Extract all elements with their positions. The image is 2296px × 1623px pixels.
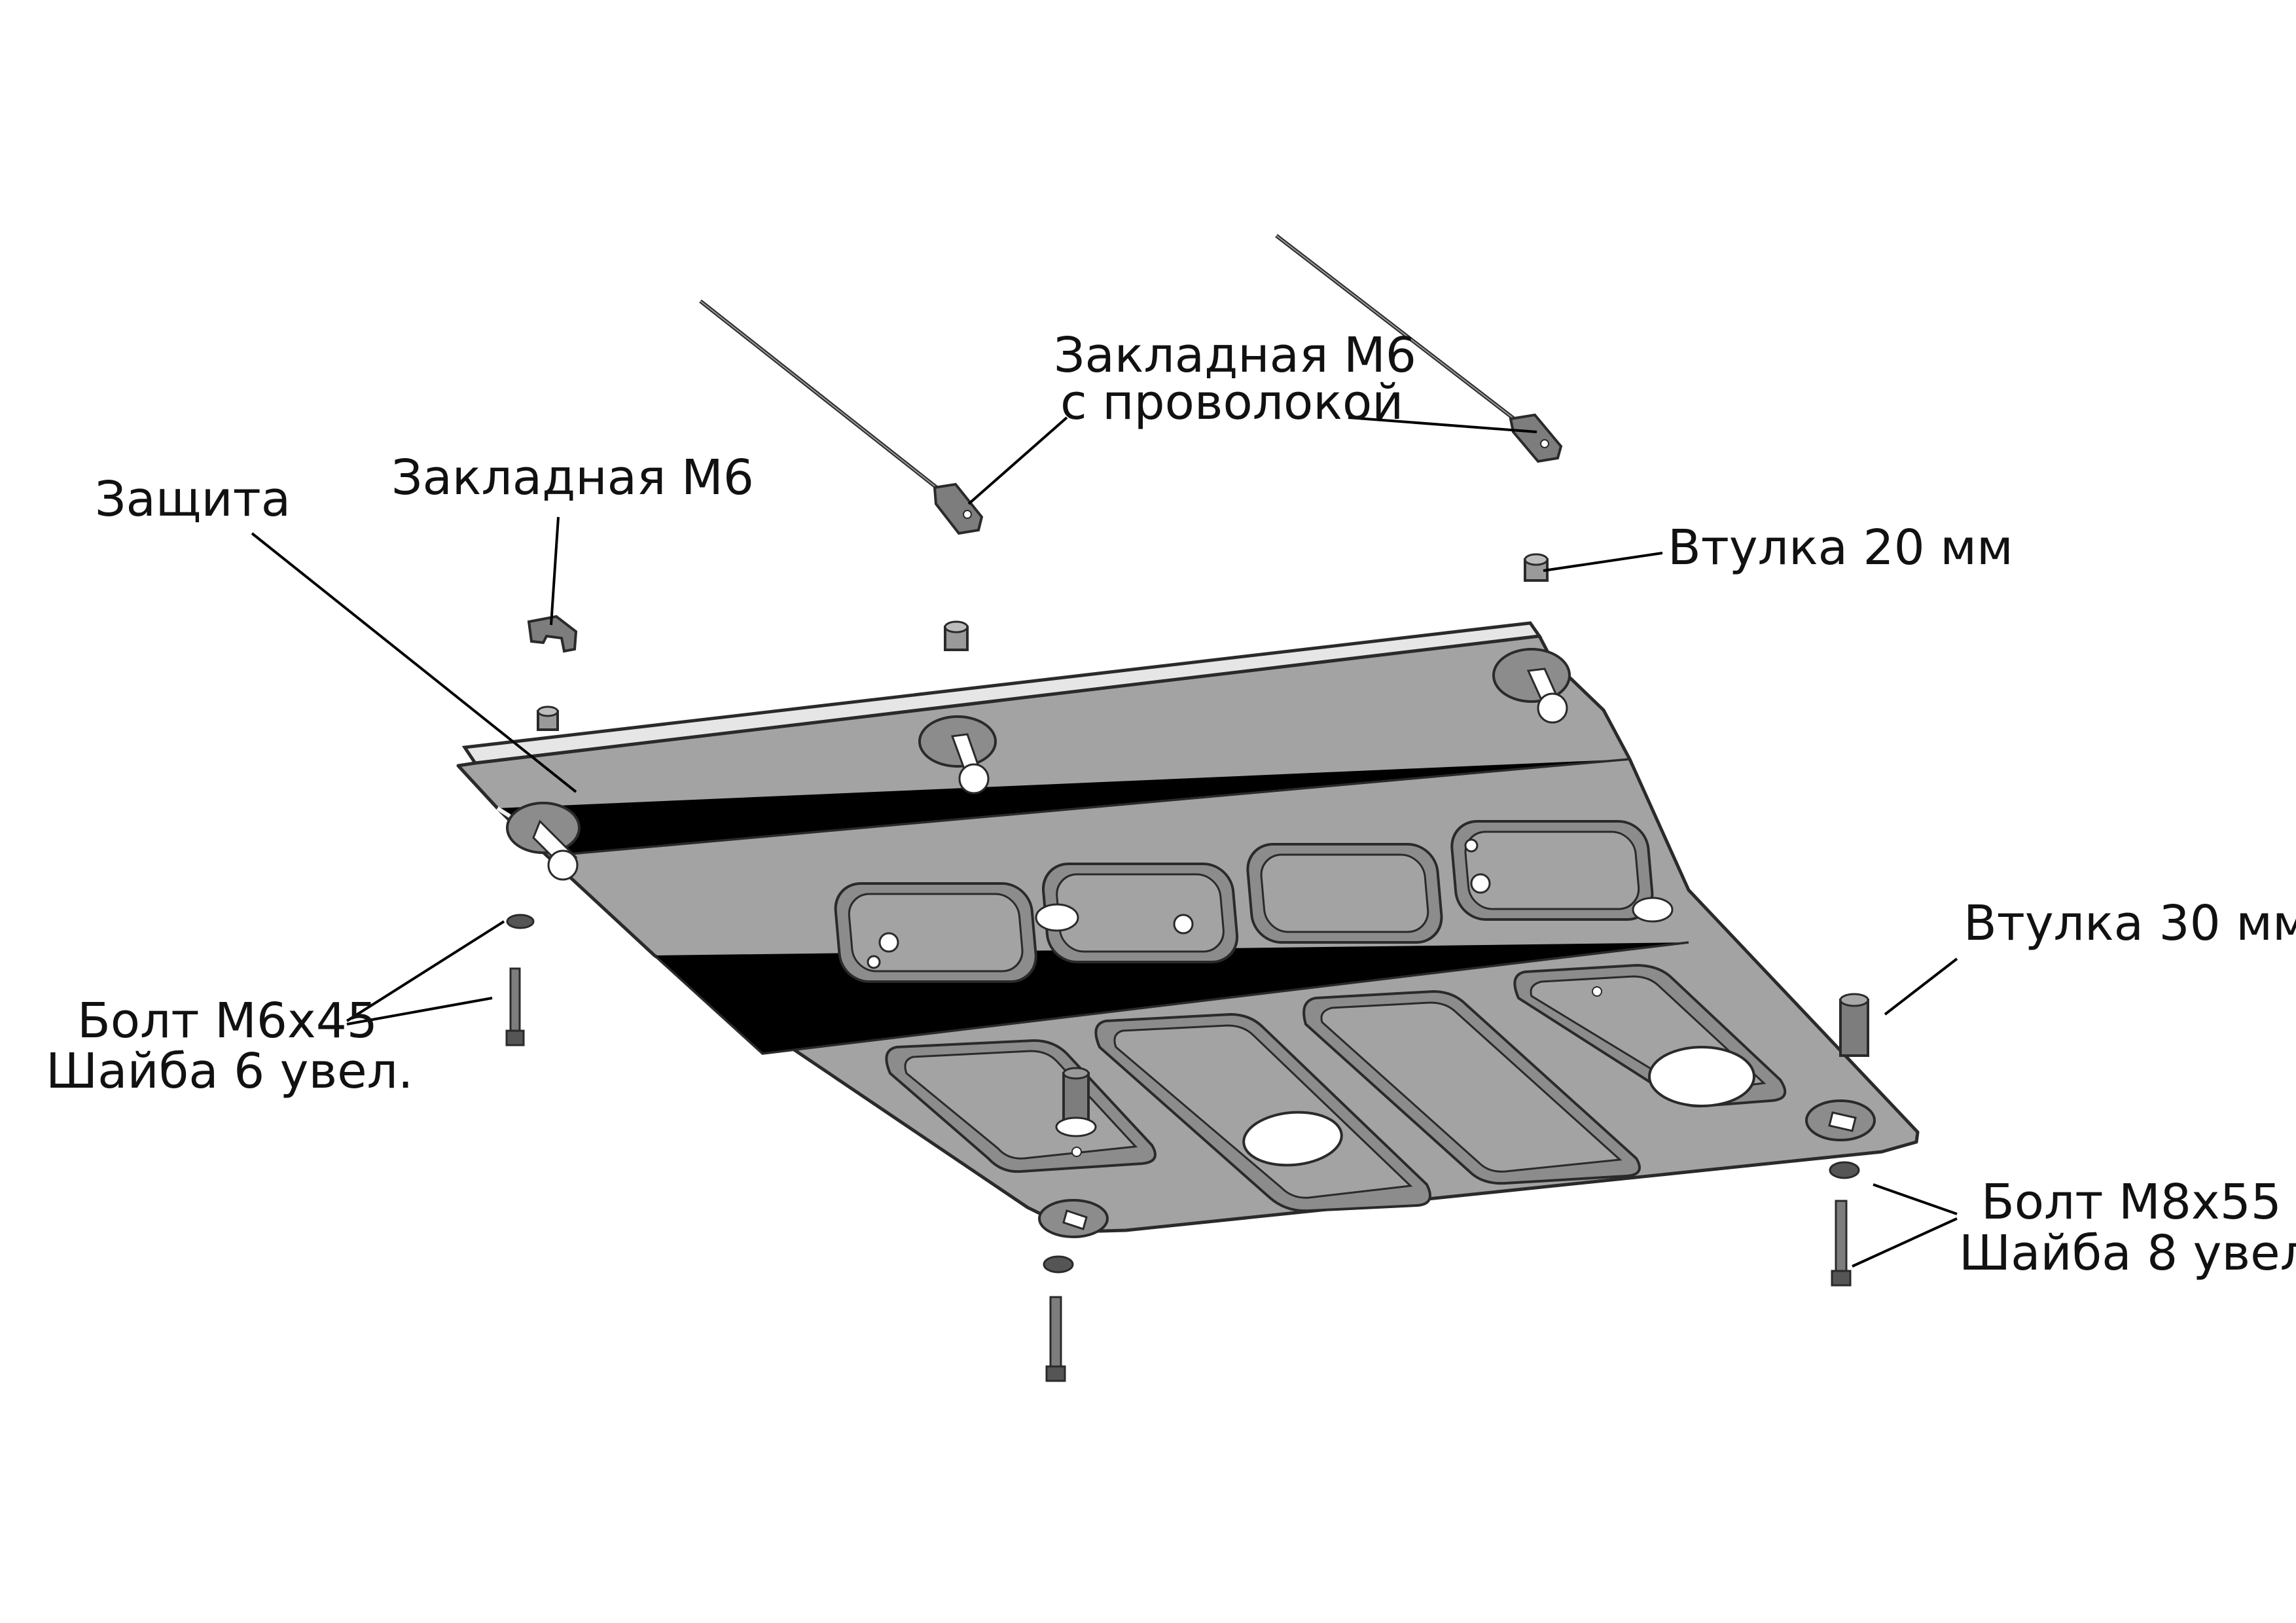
leader-insert-m6 <box>550 516 560 626</box>
wire-insert-left <box>699 299 984 535</box>
leader-shield <box>251 532 577 793</box>
label-bushing-30: Втулка 30 мм <box>1964 895 2296 952</box>
mount-slot-front-right <box>1805 1099 1876 1141</box>
leader-insert-wire-left <box>967 416 1068 505</box>
plate-standoff <box>1055 1067 1097 1137</box>
labels: Защита Закладная М6 Закладная М6 с прово… <box>46 327 2296 1281</box>
label-insert-m6: Закладная М6 <box>391 450 754 506</box>
bolt-m8-right <box>1829 1161 1860 1287</box>
wire-insert-right <box>1275 234 1563 463</box>
label-bolt-m6-line2: Шайба 6 увел. <box>46 1043 413 1099</box>
leader-insert-wire-right <box>1348 416 1537 433</box>
bushing-30 <box>1839 993 1869 1057</box>
mount-slot-right <box>1492 648 1571 724</box>
leader-bolt-m8-washer <box>1873 1183 1958 1215</box>
leader-bolt-m6-washer <box>346 920 505 1022</box>
stamp-row-lower <box>885 963 1787 1213</box>
mount-slot-left <box>506 802 581 881</box>
label-shield: Защита <box>95 471 291 527</box>
label-insert-wire-line1: Закладная М6 <box>1054 327 1416 383</box>
label-bolt-m8-line1: Болт М8х55 <box>1981 1174 2282 1230</box>
leader-bushing-30 <box>1884 957 1958 1016</box>
label-bolt-m8-line2: Шайба 8 увел <box>1959 1225 2296 1281</box>
leader-bolt-m8-bolt <box>1852 1217 1958 1268</box>
mount-slot-front-left <box>1038 1199 1109 1238</box>
mount-slot-center <box>918 715 997 794</box>
bushing-small-left <box>537 705 559 731</box>
protection-plate <box>456 621 1920 1238</box>
bolt-m8-front <box>1043 1255 1074 1382</box>
leader-bolt-m6-bolt <box>346 997 493 1026</box>
label-insert-wire-line2: с проволокой <box>1060 374 1403 431</box>
leader-bushing-20 <box>1543 552 1663 572</box>
bushing-small-center <box>944 620 969 651</box>
label-bolt-m6-line1: Болт М6х45 <box>77 993 378 1049</box>
insert-m6-bracket <box>527 615 578 653</box>
stamp-row-upper <box>834 820 1674 983</box>
leader-lines <box>251 416 1958 1268</box>
label-bushing-20: Втулка 20 мм <box>1668 520 2013 576</box>
bushing-20-right <box>1524 553 1549 582</box>
bolt-m6-left <box>505 914 535 1046</box>
